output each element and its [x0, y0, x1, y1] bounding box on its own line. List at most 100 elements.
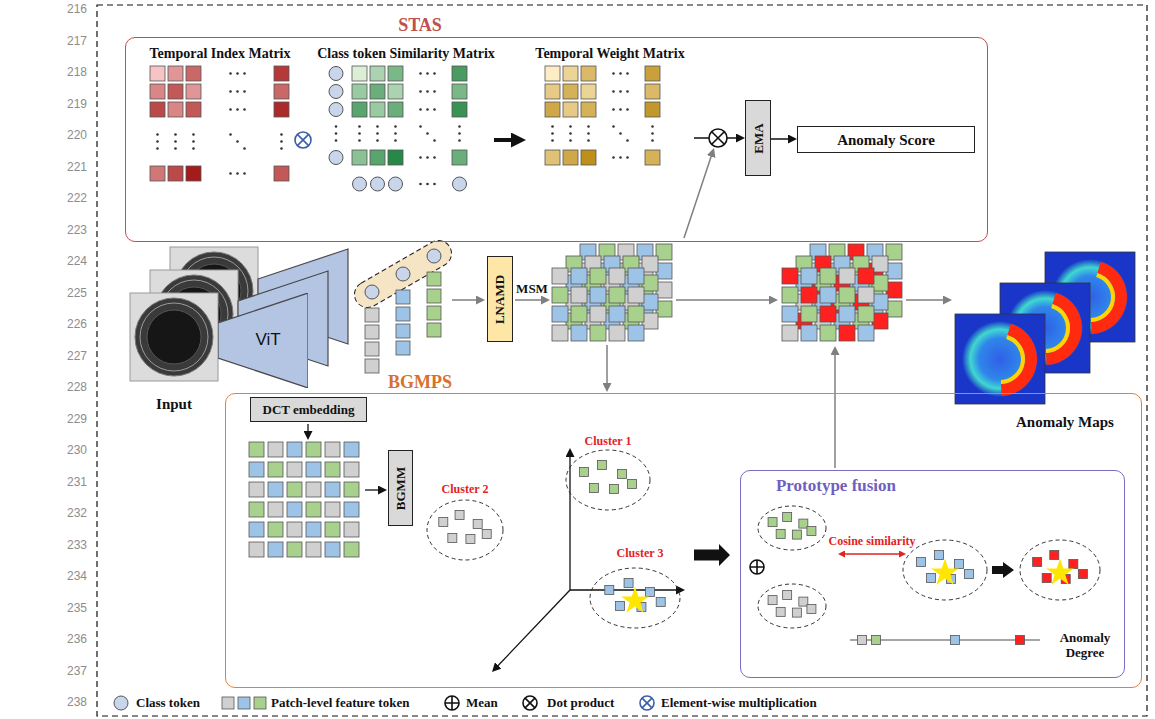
token-square	[396, 307, 410, 321]
ellipsis-dot	[419, 90, 422, 93]
token-square	[642, 313, 658, 329]
ellipsis-dot	[236, 72, 239, 75]
token-square	[590, 306, 606, 322]
matrix-cell	[581, 102, 596, 117]
ellipsis-dot	[243, 147, 246, 150]
matrix-cell	[388, 66, 403, 81]
mean-symbol	[750, 560, 764, 574]
flow-arrow	[452, 299, 478, 301]
legend-label: Patch-level feature token	[271, 695, 409, 711]
ellipsis-dot	[156, 140, 159, 143]
token-square	[858, 325, 874, 341]
matrix-cell	[274, 102, 289, 117]
cluster-outline	[1020, 540, 1100, 600]
caption-label: Input	[156, 396, 192, 413]
panel-heading: Temporal Weight Matrix	[535, 46, 684, 62]
matrix-cell	[370, 102, 385, 117]
token-square	[590, 484, 599, 493]
token-square	[768, 518, 777, 527]
matrix-cell	[150, 66, 165, 81]
token-square	[325, 482, 340, 497]
node-label: DCT embedding	[263, 401, 355, 419]
lens-ring	[135, 298, 213, 376]
token-square	[858, 636, 867, 645]
ellipsis-dot	[394, 139, 397, 142]
mean-symbol	[445, 696, 459, 710]
process-box: EMA	[745, 100, 771, 176]
token-square	[571, 287, 587, 303]
ellipsis-dot	[229, 133, 232, 136]
matrix-cell	[388, 150, 403, 165]
ellipsis-dot	[619, 90, 622, 93]
token-square	[287, 482, 302, 497]
matrix-cell	[581, 66, 596, 81]
flow-arrow	[906, 299, 945, 301]
matrix-block: Temporal Weight Matrix	[526, 46, 694, 176]
ellipsis-dot	[243, 90, 246, 93]
ellipsis-dot	[458, 132, 461, 135]
legend-label: Dot product	[547, 695, 614, 711]
token-square	[799, 597, 808, 606]
token-square	[807, 526, 816, 535]
token-square	[571, 268, 587, 284]
token-square	[782, 268, 798, 284]
ellipsis-dot	[433, 90, 436, 93]
cluster-outline	[758, 506, 826, 550]
map-hotspot	[1091, 262, 1127, 334]
similarity-label: Cosine similarity	[829, 534, 916, 549]
line-number: 221	[67, 160, 87, 174]
cluster	[590, 568, 680, 628]
token-square	[325, 522, 340, 537]
ellipsis-dot	[236, 108, 239, 111]
token-square	[249, 502, 264, 517]
input-image	[130, 293, 218, 381]
token-square	[792, 530, 801, 539]
token-square	[618, 470, 627, 479]
token-square	[306, 542, 321, 557]
ellipsis-dot	[569, 132, 572, 135]
token-square	[801, 325, 817, 341]
token-square	[268, 442, 283, 457]
ellipsis-dot	[192, 147, 195, 150]
token-square	[344, 542, 359, 557]
ellipsis-dot	[551, 125, 554, 128]
token-square	[571, 325, 587, 341]
cluster	[566, 450, 650, 510]
node-label: ViT	[255, 330, 280, 350]
token-square	[935, 551, 944, 560]
flow-arrow	[834, 353, 836, 468]
cluster-label: Cluster 2	[442, 482, 489, 497]
prototype-star	[621, 586, 649, 612]
flow-arrow	[569, 455, 570, 590]
matrix-cell	[274, 166, 289, 181]
token-square	[656, 244, 672, 260]
token-square	[1050, 551, 1059, 560]
process-box: DCT embedding	[250, 397, 367, 422]
ellipsis-dot	[376, 125, 379, 128]
token-square	[782, 287, 798, 303]
feature-cube	[782, 244, 902, 341]
ellipsis-dot	[192, 140, 195, 143]
image-frame	[130, 293, 218, 381]
cluster-outline	[758, 584, 826, 628]
multiply-symbol	[712, 132, 725, 145]
matrix-cell	[274, 84, 289, 99]
caption-label: Anomaly Maps	[1016, 414, 1114, 431]
line-number: 237	[67, 664, 87, 678]
token-square	[783, 513, 792, 522]
token-square	[473, 520, 482, 529]
connector	[494, 138, 514, 142]
legend-label: Class token	[136, 695, 200, 711]
ellipsis-dot	[619, 156, 622, 159]
line-number: 234	[67, 569, 87, 583]
class-token	[389, 177, 403, 191]
ellipsis-dot	[458, 125, 461, 128]
ellipsis-dot	[426, 132, 429, 135]
ellipsis-dot	[626, 156, 629, 159]
map-ground	[955, 314, 1045, 404]
cluster-outline	[427, 500, 503, 560]
multiply-symbol	[709, 129, 727, 147]
ellipsis-dot	[376, 139, 379, 142]
token-square	[624, 579, 633, 588]
map-hotspot-edge	[1091, 273, 1115, 322]
